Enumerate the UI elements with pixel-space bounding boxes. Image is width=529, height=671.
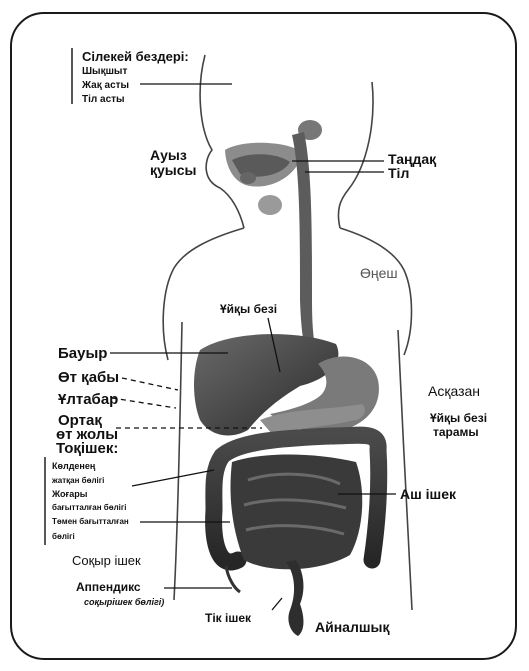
colon-item-transverse-2: жатқан бөлігі — [52, 477, 104, 486]
salivary-item-submandibular: Жақ асты — [82, 80, 129, 91]
salivary-item-parotid: Шықшыт — [82, 66, 127, 77]
salivary-title: Сілекей бездері: — [82, 50, 189, 64]
label-anus: Айналшық — [315, 620, 389, 635]
label-pancreatic-duct-line1: Ұйқы безі — [430, 412, 487, 425]
label-stomach: Асқазан — [428, 384, 480, 399]
label-gallbladder: Өт қабы — [58, 370, 119, 387]
label-rectum: Тік ішек — [205, 612, 251, 625]
rectum-shape — [286, 560, 304, 636]
colon-item-ascending-2: бағытталған бөлігі — [52, 504, 126, 513]
colon-item-descending-1: Төмен бағытталған — [52, 518, 129, 527]
label-pancreatic-duct-line2: тарамы — [433, 426, 479, 439]
colon-item-descending-2: бөлігі — [52, 533, 75, 542]
colon-item-ascending-1: Жоғары — [52, 490, 87, 500]
label-mouth-cavity: Ауыз қуысы — [150, 148, 220, 179]
label-tongue: Тіл — [388, 166, 409, 181]
label-pancreas: Ұйқы безі — [220, 303, 277, 316]
salivary-item-sublingual: Тіл асты — [82, 94, 125, 105]
label-appendix-note: соқырішек бөлігі) — [84, 598, 164, 608]
label-duodenum: Ұлтабар — [58, 392, 118, 409]
label-esophagus: Өңеш — [360, 266, 398, 281]
small-intestine-shape — [231, 455, 363, 570]
colon-title: Тоқішек: — [56, 441, 118, 458]
label-liver: Бауыр — [58, 346, 107, 363]
label-appendix: Аппендикс — [76, 581, 141, 594]
label-small-intestine: Аш ішек — [400, 487, 456, 502]
colon-item-transverse-1: Көлденең — [52, 462, 95, 472]
label-cecum: Соқыр ішек — [72, 554, 141, 568]
